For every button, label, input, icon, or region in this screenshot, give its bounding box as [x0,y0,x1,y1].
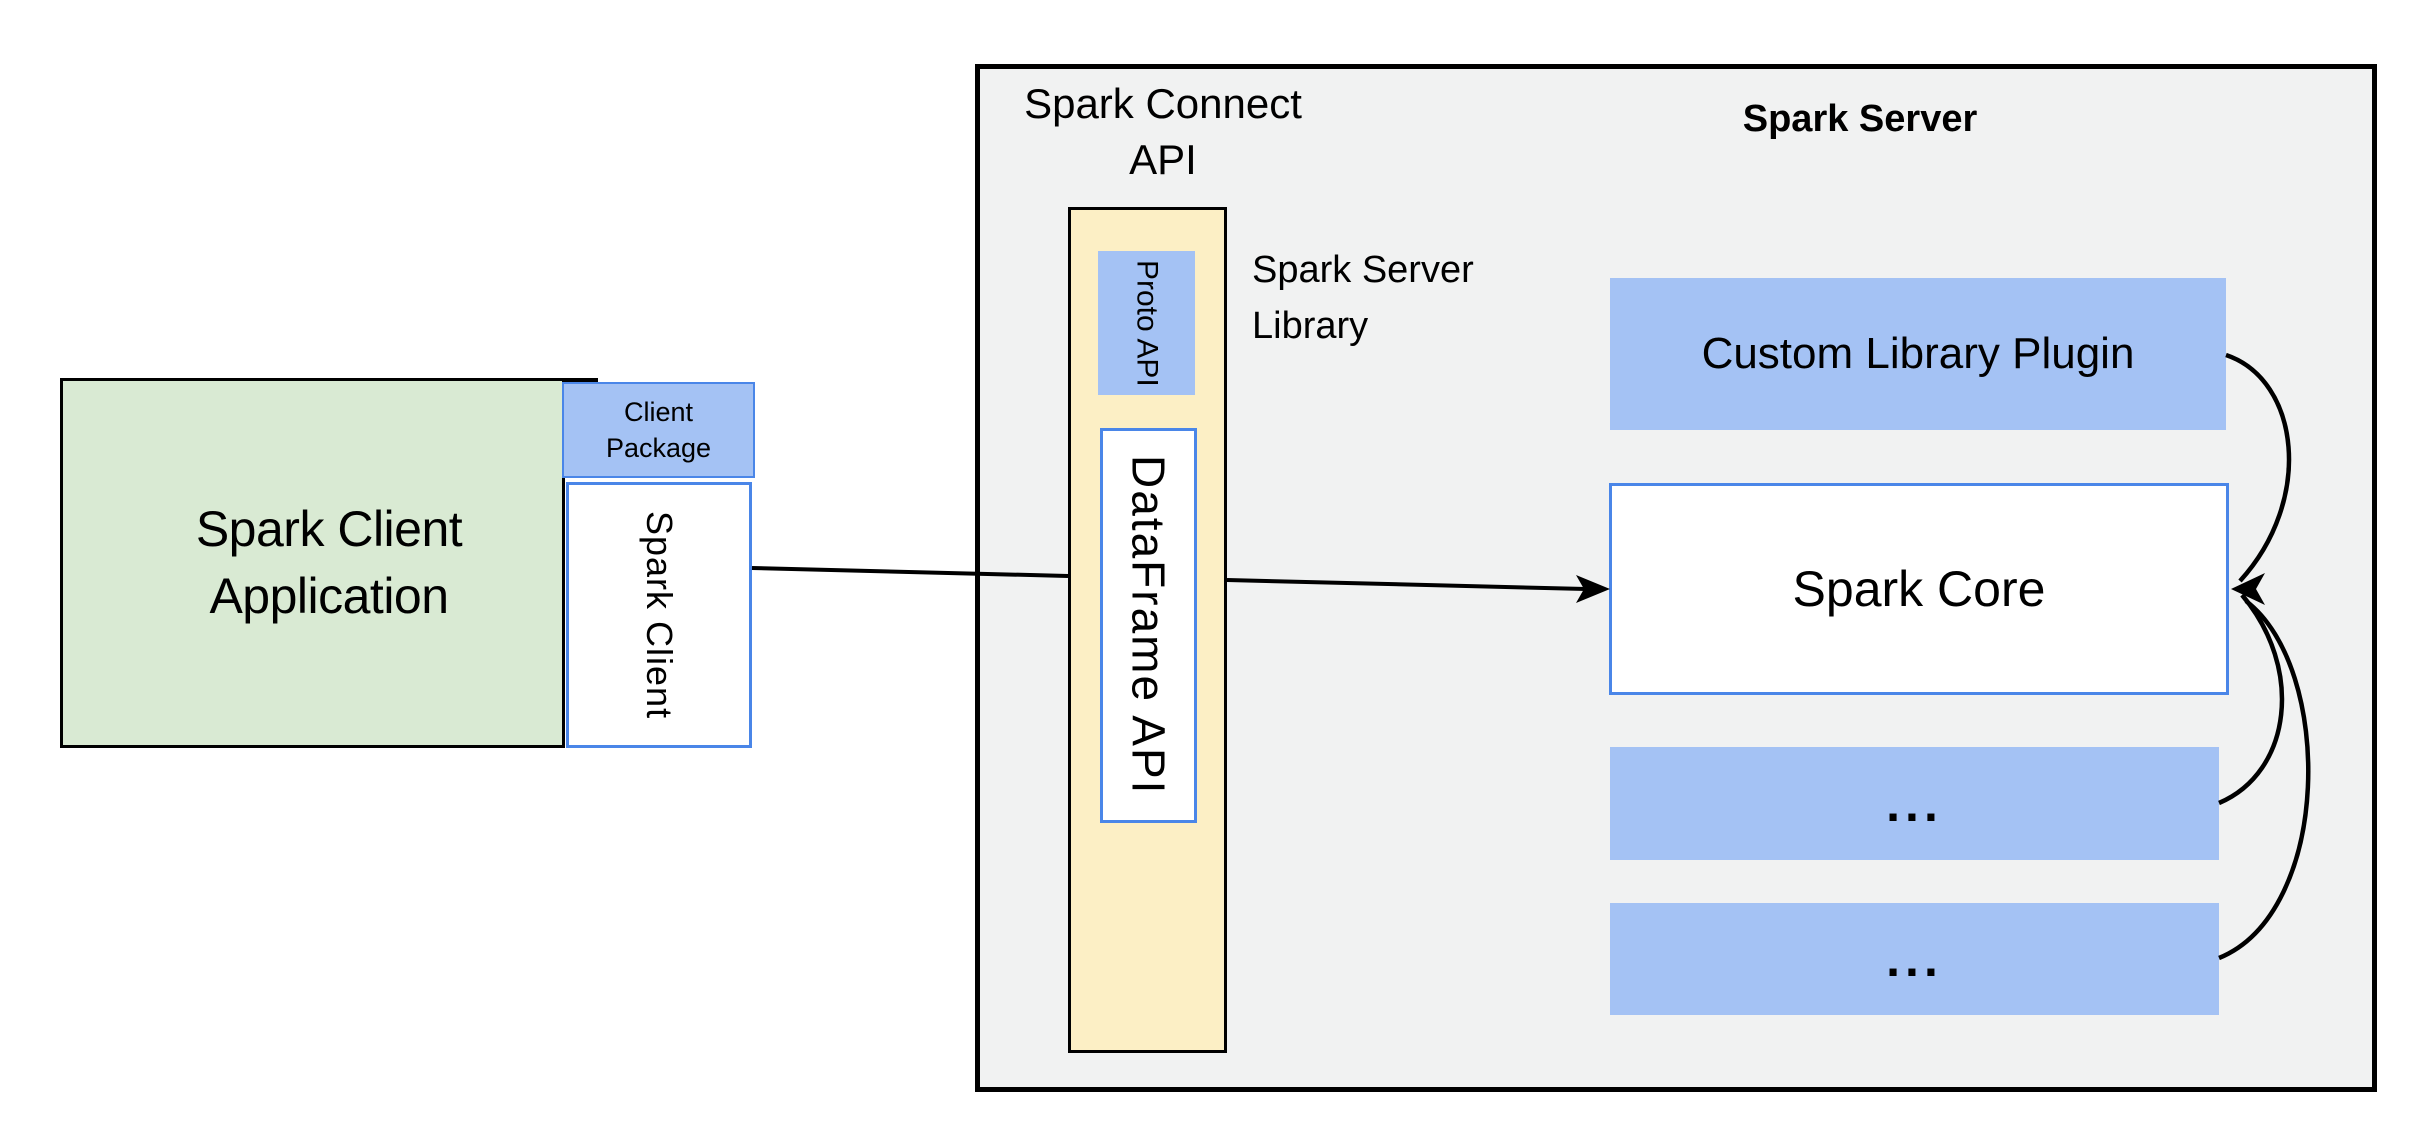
spark-server-library-label: Spark Server Library [1252,249,1474,347]
client-package-box: Client Package [562,382,755,478]
server-module-box-2: ... [1610,903,2219,1015]
spark-client-label: Spark Client [639,510,680,720]
server-module-box-1: ... [1610,747,2219,860]
proto-api-label: Proto API [1130,259,1164,387]
dataframe-api-box: DataFrame API [1100,428,1197,823]
spark-connect-api-title: Spark Connect API [1024,80,1302,183]
spark-core-box: Spark Core [1609,483,2229,695]
dataframe-api-label: DataFrame API [1122,455,1175,796]
proto-api-box: Proto API [1098,251,1195,395]
spark-client-box: Spark Client [566,482,752,748]
spark-server-title: Spark Server [1742,98,1978,140]
spark-client-application-box [60,378,565,748]
custom-library-plugin-box: Custom Library Plugin [1610,278,2226,430]
spark-client-application-label: Spark Client Application [195,501,463,624]
green-box-border-segment [565,378,598,382]
